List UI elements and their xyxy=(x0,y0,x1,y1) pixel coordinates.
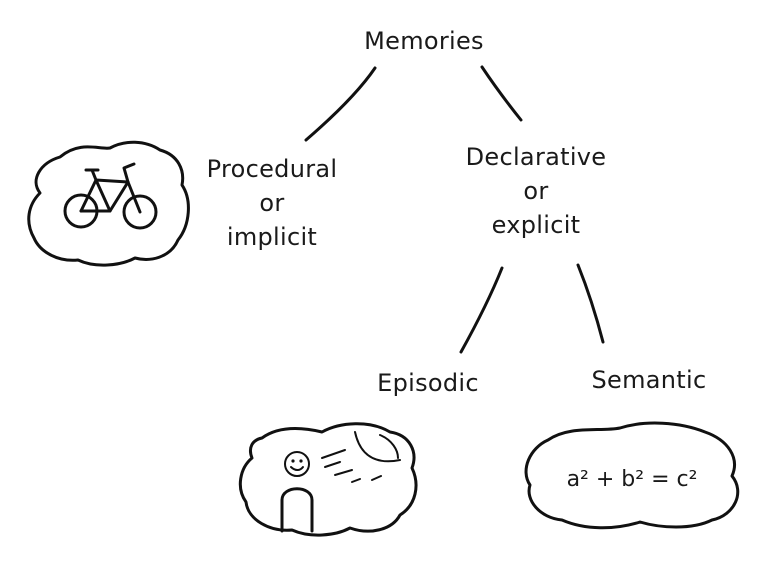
connector-memories-declarative xyxy=(480,65,523,122)
person-memory-icon xyxy=(280,431,401,533)
node-semantic: Semantic xyxy=(591,366,707,394)
node-memories: Memories xyxy=(364,27,484,55)
connector-declarative-episodic xyxy=(459,266,504,354)
connector-memories-procedural xyxy=(304,66,377,142)
node-declarative: Declarative or explicit xyxy=(465,143,607,239)
bicycle-icon xyxy=(63,162,158,230)
node-procedural: Procedural or implicit xyxy=(206,155,338,251)
cloud-semantic xyxy=(524,421,740,530)
node-episodic: Episodic xyxy=(377,369,479,397)
cloud-procedural xyxy=(27,140,190,267)
connector-declarative-semantic xyxy=(576,263,605,344)
cloud-episodic xyxy=(238,422,418,537)
pythagorean-formula: a² + b² = c² xyxy=(566,467,698,492)
